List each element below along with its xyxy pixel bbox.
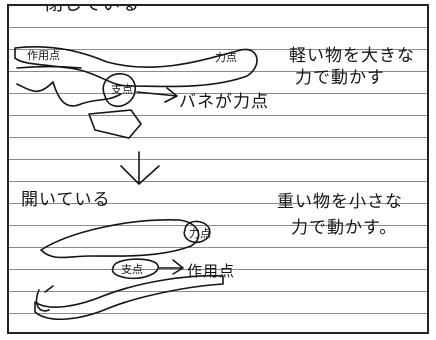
bottom-note-line2: 力で動かす。 (291, 218, 398, 238)
bottom-note-line1: 重い物を小さな (277, 192, 403, 212)
top-label-fulcrum: 支点 (111, 83, 133, 96)
bottom-label-fulcrum: 支点 (121, 263, 143, 276)
top-clip-arrow (136, 87, 178, 103)
transition-arrow (120, 151, 160, 185)
bottom-clip-force-circle (183, 220, 211, 244)
bottom-clip-fulcrum-circle (111, 258, 159, 280)
top-clip-lower-arm (16, 81, 122, 107)
top-label-spring: バネが力点 (179, 92, 269, 112)
bottom-label-action-point: 作用点 (187, 262, 236, 280)
lined-paper-frame: 閉じている 作用点 力点 支点 バネが力点 軽い物を大きな 力で動かす 開いてい… (7, 4, 429, 334)
top-label-action-point: 作用点 (27, 49, 60, 62)
top-clip-upper-arm (14, 45, 258, 88)
sketch-layer (14, 45, 258, 321)
top-clip-spring (102, 73, 136, 108)
top-heading: 閉じている (45, 4, 140, 15)
top-note-line1: 軽い物を大きな (289, 46, 415, 66)
top-clip-label-underline (16, 65, 82, 69)
bottom-clip-hook (35, 285, 54, 312)
bottom-label-force-point: 力点 (189, 227, 211, 240)
top-label-force-point: 力点 (215, 51, 237, 64)
bottom-heading: 開いている (21, 190, 111, 210)
top-clip-lower-tab (88, 109, 142, 139)
bottom-clip-upper-arm (40, 219, 200, 259)
bottom-clip-lower-arm (34, 274, 224, 321)
top-note-line2: 力で動かす (295, 68, 385, 88)
bottom-clip-arrow (158, 259, 184, 275)
